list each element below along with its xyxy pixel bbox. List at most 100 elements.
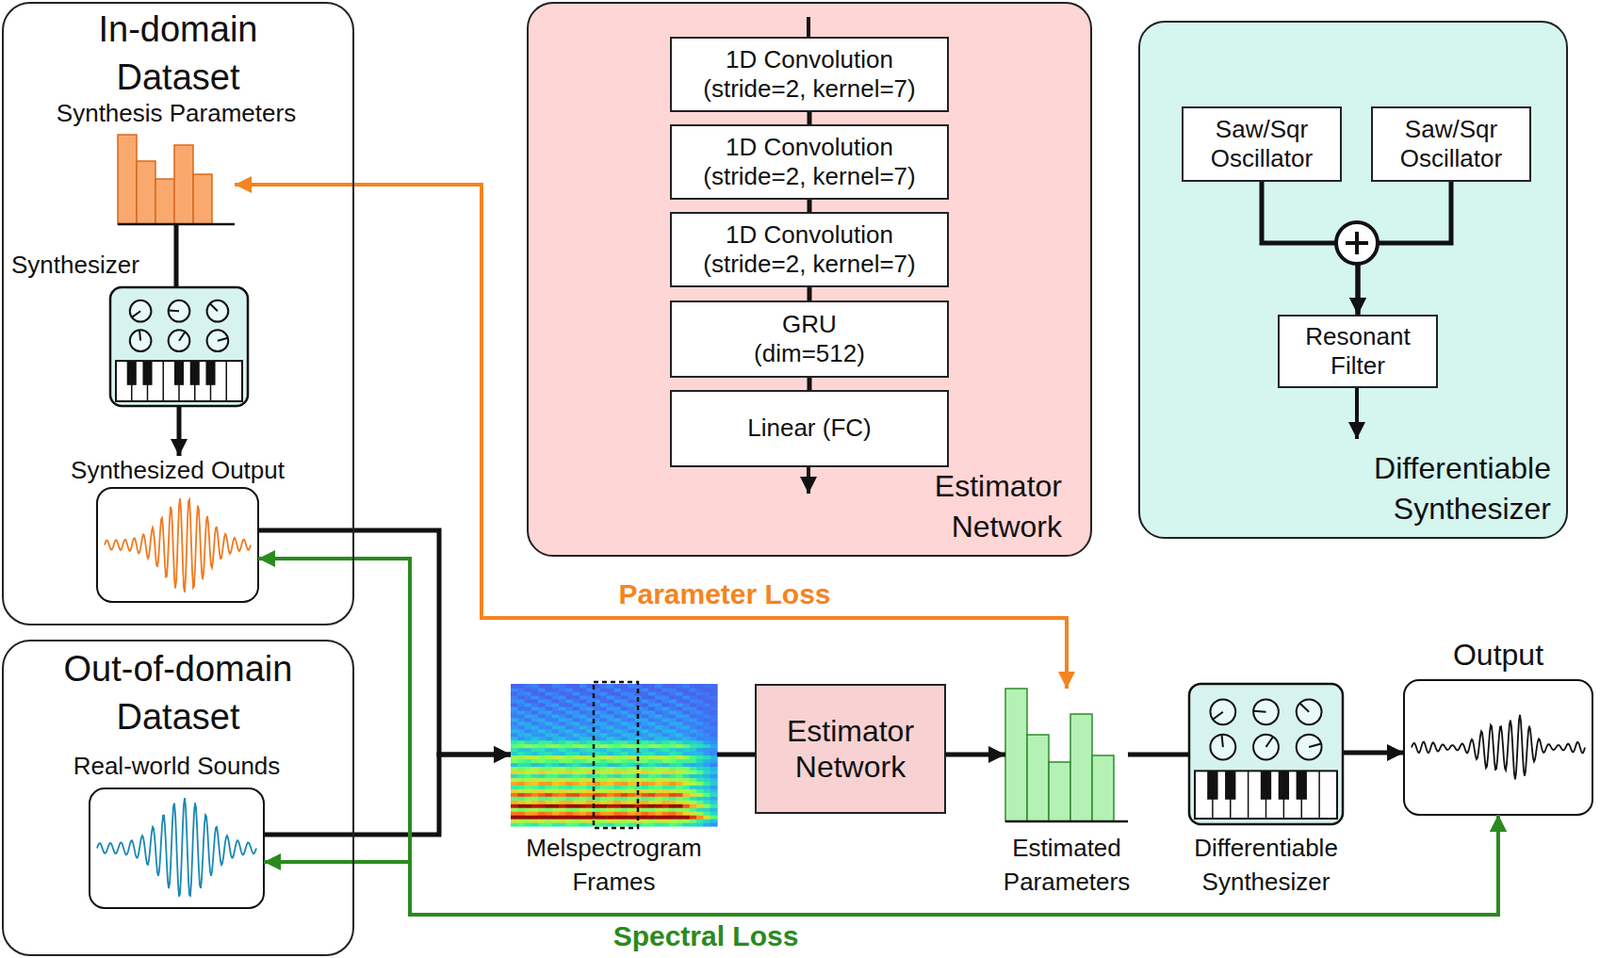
spectrogram-cell (531, 702, 539, 708)
spectrogram-cell (552, 769, 560, 775)
spectrogram-cell (654, 748, 663, 753)
spectrogram-cell (620, 691, 629, 697)
spectrogram-cell (702, 758, 711, 764)
spectrogram-cell (702, 744, 711, 750)
spectrogram-cell (545, 773, 554, 779)
spectrogram-cell (517, 818, 525, 824)
spectrogram-cell (565, 811, 573, 817)
spectrogram-cell (675, 736, 684, 742)
chart-axis (1005, 820, 1128, 824)
spectrogram-cell (579, 725, 588, 731)
filter-box: Resonant Filter (1277, 314, 1438, 389)
spectrogram-cell (593, 706, 602, 712)
spectrogram-cell (510, 777, 519, 783)
spectrogram-cell (683, 702, 691, 708)
spectrogram-cell (648, 784, 656, 790)
synthesizer-icon: Synthesizer (110, 287, 248, 407)
spectrogram-cell (572, 695, 581, 701)
spectrogram-cell (689, 706, 698, 712)
spectrogram-cell (662, 781, 670, 786)
spectrogram-cell (620, 755, 629, 761)
spectrogram-cell (565, 751, 573, 757)
spectrogram-cell (524, 773, 533, 779)
spectrogram-cell (683, 736, 691, 742)
spectrogram-cell (648, 710, 656, 716)
spectrogram-cell (683, 803, 691, 809)
spectrogram-cell (517, 706, 525, 712)
spectrogram-cell (552, 811, 560, 817)
spectrogram-cell (524, 744, 533, 750)
connector (807, 377, 813, 391)
spectrogram-cell (710, 710, 719, 716)
spectrogram-cell (683, 769, 691, 775)
spectrogram-cell (689, 725, 698, 731)
spectrogram-cell (683, 758, 691, 764)
spectrogram-cell (606, 721, 615, 727)
spectrogram-cell (627, 788, 636, 794)
node-label: Saw/Sqr Oscillator (1191, 114, 1333, 174)
spectrogram-cell (572, 736, 581, 742)
spectrogram-cell (510, 788, 519, 794)
spectrogram-cell (558, 758, 567, 764)
spectrogram-cell (710, 718, 719, 723)
spectrogram-cell (510, 796, 519, 801)
spectrogram-cell (627, 792, 636, 798)
spectrogram-cell (627, 822, 636, 828)
spectrogram-cell (558, 818, 567, 824)
spectrogram-cell (606, 803, 615, 809)
spectrogram-cell (531, 725, 539, 731)
spectrogram-cell (689, 702, 698, 708)
spectrogram-cell (702, 811, 711, 817)
spectrogram-cell (648, 781, 656, 786)
spectrogram-cell (696, 736, 704, 742)
spectrogram-cell (669, 807, 677, 813)
spectrogram-cell (710, 818, 719, 824)
spectrogram-cell (696, 781, 704, 786)
spectrogram-cell (614, 822, 622, 828)
spectrogram-cell (696, 818, 704, 824)
spectrogram-cell (545, 818, 554, 824)
spectrogram-cell (614, 702, 622, 708)
spectrogram-cell (702, 706, 711, 712)
spectrogram-cell (710, 748, 719, 753)
spectrogram-cell (510, 721, 519, 727)
spectrogram-cell (627, 695, 636, 701)
spectrogram-cell (702, 822, 711, 828)
spectrogram-cell (683, 706, 691, 712)
spectrogram-cell (600, 822, 608, 828)
knob-pointer (217, 338, 229, 342)
network-panel: Estimator Network1D Convolution (stride=… (526, 1, 1093, 557)
spectrogram-cell (517, 751, 525, 757)
spectrogram-cell (689, 695, 698, 701)
spectrogram-cell (669, 773, 677, 779)
spectrogram-cell (627, 744, 636, 750)
spectrogram-cell (510, 815, 519, 820)
spectrogram-cell (552, 815, 560, 820)
spectrogram-cell (627, 691, 636, 697)
spectrogram-cell (648, 702, 656, 708)
spectrogram-cell (702, 800, 711, 805)
spectrogram-cell (572, 811, 581, 817)
spectrogram-cell (669, 815, 677, 820)
spectrogram-cell (654, 729, 663, 735)
spectrogram-cell (606, 811, 615, 817)
spectrogram-cell (538, 744, 546, 750)
spectrogram-cell (627, 729, 636, 735)
spectrogram-cell (531, 773, 539, 779)
node-label: Estimator Network (864, 466, 1062, 548)
spectrogram-cell (654, 811, 663, 817)
spectrogram-cell (545, 822, 554, 828)
spectrogram-cell (510, 714, 519, 719)
spectrogram-cell (620, 777, 629, 783)
spectrogram-cell (600, 773, 608, 779)
spectrogram-cell (696, 721, 704, 727)
spectrogram-cell (614, 784, 622, 790)
spectrogram-cell (517, 702, 525, 708)
spectrogram-cell (683, 815, 691, 820)
spectrogram-cell (614, 755, 622, 761)
spectrogram-cell (662, 818, 670, 824)
spectrogram-cell (545, 777, 554, 783)
spectrogram-cell (689, 811, 698, 817)
spectrogram-cell (579, 818, 588, 824)
spectrogram-cell (683, 781, 691, 786)
